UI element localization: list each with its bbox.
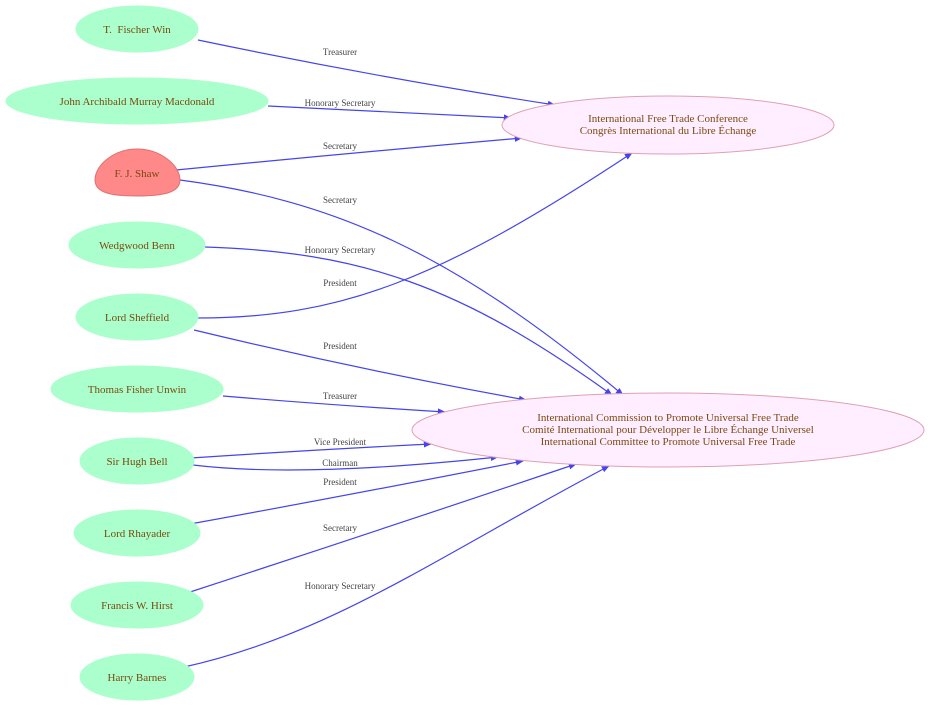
edge-bell-commission-vice-president: Vice President: [190, 437, 432, 459]
node-label: T. Fischer Win: [103, 24, 171, 36]
node-harry-barnes[interactable]: Harry Barnes: [79, 653, 195, 701]
node-francis-w-hirst[interactable]: Francis W. Hirst: [70, 581, 204, 629]
node-wedgwood-benn[interactable]: Wedgwood Benn: [68, 221, 206, 269]
edge-label-secretary: Secretary: [323, 195, 357, 205]
edge-label-treasurer: Treasurer: [323, 47, 357, 57]
node-label-line-2: Congrès International du Libre Échange: [580, 125, 757, 137]
node-t-fischer-win[interactable]: T. Fischer Win: [75, 5, 199, 53]
node-lord-rhayader[interactable]: Lord Rhayader: [73, 509, 201, 557]
node-sir-hugh-bell[interactable]: Sir Hugh Bell: [79, 437, 195, 485]
edge-benn-commission: Honorary Secretary: [204, 245, 613, 396]
edge-bell-commission-chairman: Chairman: [192, 454, 499, 471]
node-label: Harry Barnes: [108, 672, 167, 684]
edge-label-vice-president: Vice President: [314, 437, 367, 447]
edges: Treasurer Honorary Secretary Secretary S…: [175, 39, 633, 668]
edge-label-treasurer: Treasurer: [323, 391, 357, 401]
edge-label-president: President: [323, 477, 357, 487]
edge-fischer-win-conference: Treasurer: [197, 39, 556, 108]
organization-nodes: International Free Trade Conference Cong…: [411, 95, 925, 468]
node-label-line-1: International Commission to Promote Univ…: [537, 412, 799, 424]
edge-macdonald-conference: Honorary Secretary: [267, 98, 512, 121]
node-label-line-1: International Free Trade Conference: [588, 113, 748, 125]
node-label: Francis W. Hirst: [101, 600, 173, 612]
edge-label-honorary-secretary: Honorary Secretary: [305, 98, 376, 108]
edge-hirst-commission: Secretary: [186, 463, 577, 594]
edge-shaw-commission: Secretary: [179, 179, 624, 396]
edge-label-secretary: Secretary: [323, 141, 357, 151]
node-label: Lord Rhayader: [104, 528, 171, 540]
edge-label-chairman: Chairman: [322, 458, 358, 468]
edge-label-honorary-secretary: Honorary Secretary: [305, 245, 376, 255]
node-label: Sir Hugh Bell: [106, 456, 167, 468]
edge-label-president: President: [323, 278, 357, 288]
edge-label-honorary-secretary: Honorary Secretary: [305, 581, 376, 591]
node-international-free-trade-conference[interactable]: International Free Trade Conference Cong…: [501, 95, 835, 155]
edge-rhayader-commission: President: [189, 459, 524, 525]
node-label-line-2: Comité International pour Développer le …: [522, 424, 814, 436]
edge-barnes-commission: Honorary Secretary: [183, 465, 610, 668]
edge-label-secretary: Secretary: [323, 523, 357, 533]
edge-sheffield-commission: President: [193, 329, 527, 402]
edge-sheffield-conference: President: [197, 152, 633, 319]
node-thomas-fisher-unwin[interactable]: Thomas Fisher Unwin: [50, 365, 224, 413]
edge-unwin-commission: Treasurer: [222, 391, 446, 415]
node-lord-sheffield[interactable]: Lord Sheffield: [75, 293, 199, 341]
node-label: Wedgwood Benn: [99, 240, 175, 252]
node-f-j-shaw[interactable]: F. J. Shaw: [94, 148, 181, 197]
node-label: Lord Sheffield: [105, 312, 170, 324]
node-label: Thomas Fisher Unwin: [88, 384, 187, 396]
node-label-line-3: International Committee to Promote Unive…: [541, 436, 796, 448]
node-john-archibald-murray-macdonald[interactable]: John Archibald Murray Macdonald: [5, 77, 269, 125]
edge-shaw-conference: Secretary: [175, 135, 523, 171]
person-nodes: T. Fischer Win John Archibald Murray Mac…: [5, 5, 269, 701]
node-international-commission-universal-free-trade[interactable]: International Commission to Promote Univ…: [411, 392, 925, 468]
node-label: F. J. Shaw: [115, 168, 160, 180]
node-label: John Archibald Murray Macdonald: [60, 96, 215, 108]
edge-label-president: President: [323, 341, 357, 351]
